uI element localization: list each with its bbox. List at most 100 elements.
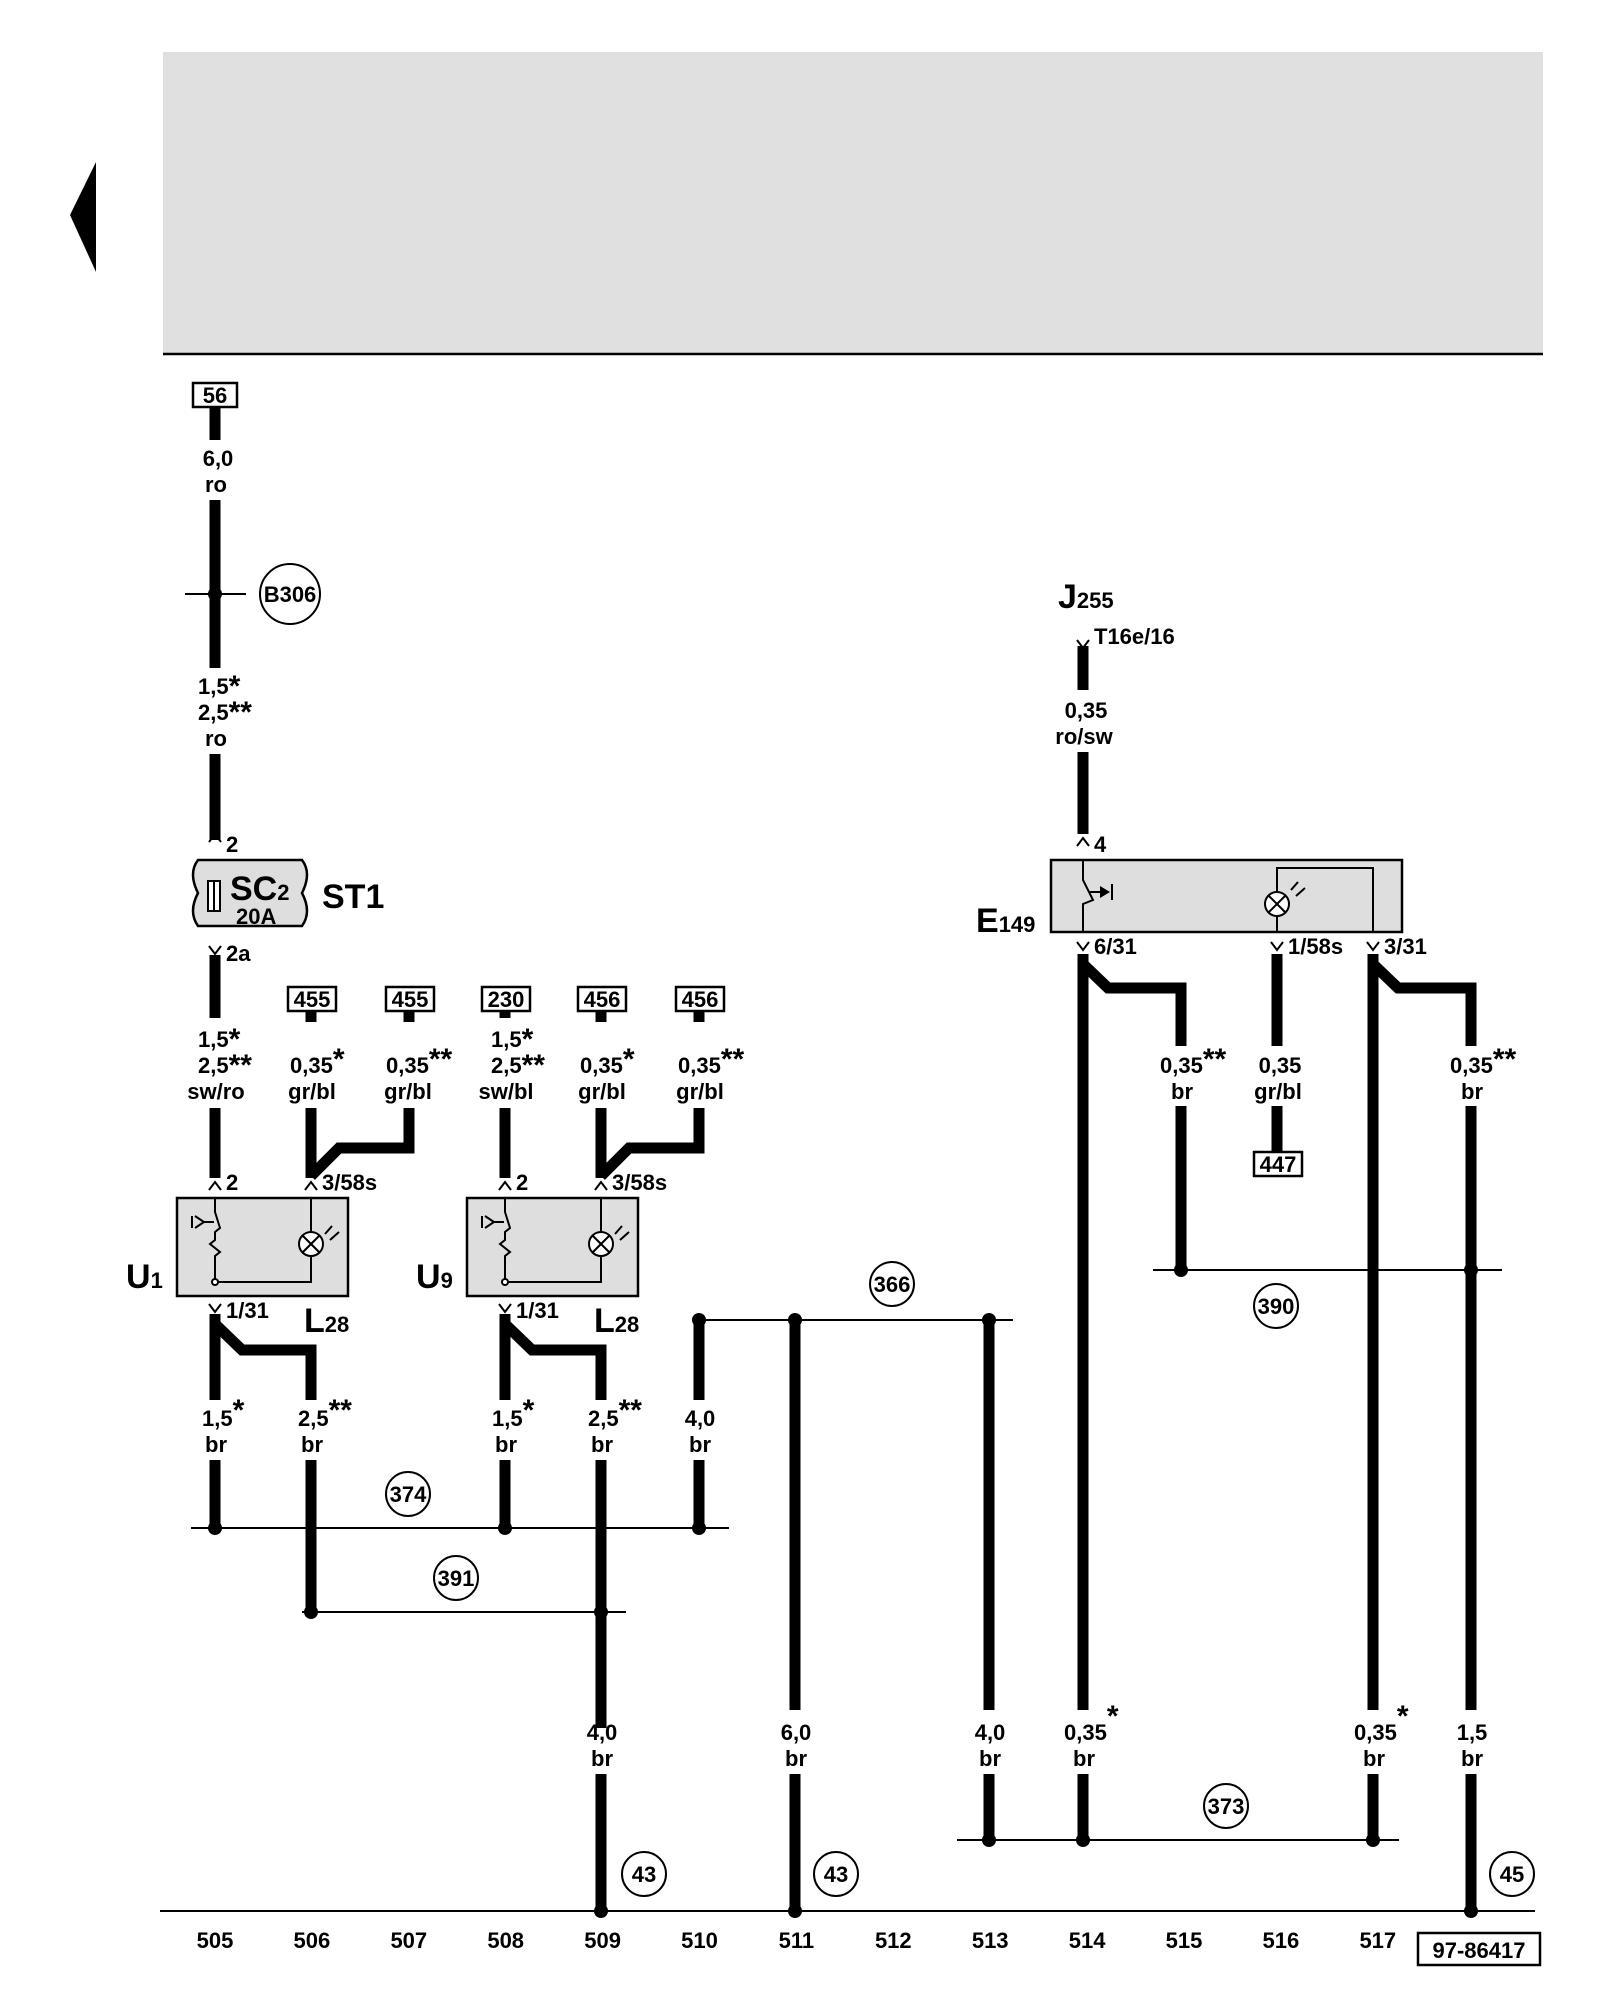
pin-u9-358s: 3/58s [612,1170,667,1195]
w513-low-color: br [979,1746,1001,1771]
w506-bot-color: br [301,1432,323,1457]
circle-43b-label: 43 [824,1862,848,1887]
circle-374-label: 374 [390,1482,427,1507]
w509-bot-size: 2,5** [588,1394,642,1431]
w508-top-size1: 1,5* [491,1023,534,1056]
back-arrow-icon[interactable] [70,162,96,272]
w505-top-color: ro [205,472,227,497]
node-374-508 [498,1521,512,1535]
track-number-row: 5055065075085095105115125135145155165175… [197,1928,1493,1953]
ref-box-447 [1252,1150,1304,1178]
w509-low-size: 4,0 [587,1720,618,1745]
w507-top-color: gr/bl [384,1079,432,1104]
node-373-513 [982,1833,996,1847]
b306-node [208,587,222,601]
component-u1 [175,1196,350,1298]
pin-arrow-u1-358s [304,1180,318,1191]
w509-top-color: gr/bl [578,1079,626,1104]
track-number: 512 [875,1928,912,1953]
track-number: 505 [197,1928,234,1953]
w514-top-size: 0,35 [1065,698,1108,723]
track-number: 510 [681,1928,718,1953]
w509-bot-color: br [591,1432,613,1457]
circle-391 [433,1555,479,1601]
ref-230-label: 230 [488,987,525,1012]
w510-top-color: gr/bl [676,1079,724,1104]
w510-bot-color: br [689,1432,711,1457]
node-374-505 [208,1521,222,1535]
wire-515-a [1079,960,1187,1046]
pin-t16e: T16e/16 [1094,624,1175,649]
node-373-514 [1076,1833,1090,1847]
track-number: 506 [294,1928,331,1953]
w518-low-color: br [1461,1746,1483,1771]
w509-low-color: br [591,1746,613,1771]
w507-top-size: 0,35** [386,1043,453,1078]
node-390-515 [1174,1263,1188,1277]
l28b-label: L28 [594,1302,639,1340]
w515-mid-color: br [1171,1079,1193,1104]
track-number: 515 [1166,1928,1203,1953]
track-number: 507 [390,1928,427,1953]
pin-e-631: 6/31 [1094,934,1137,959]
w514-top-color: ro/sw [1055,724,1113,749]
w505-bot-color: br [205,1432,227,1457]
pin-arrow-e-158s [1270,941,1284,952]
w505-mid-size1: 1,5* [198,670,241,703]
node-373-517 [1366,1833,1380,1847]
l28a-label: L28 [304,1302,349,1340]
w518-low-size: 1,5 [1457,1720,1488,1745]
w514-low-color: br [1073,1746,1095,1771]
e149-label: E149 [976,902,1035,940]
pin-u1-131: 1/31 [226,1298,269,1323]
circle-43a-label: 43 [632,1862,656,1887]
node-391-509 [594,1605,608,1619]
w516-mid-size: 0,35 [1259,1053,1302,1078]
circle-43b [813,1851,859,1897]
w513-low-size: 4,0 [975,1720,1006,1745]
w505-mid-size2: 2,5** [198,696,252,729]
w506-top-size: 0,35* [290,1043,345,1078]
pin-arrow-e-331 [1366,941,1380,952]
w517-low-color: br [1363,1746,1385,1771]
w518-mid-size: 0,35** [1450,1043,1517,1078]
pin-2a: 2a [226,941,251,966]
w516-mid-color: gr/bl [1254,1079,1302,1104]
pin-arrow-2a [208,945,222,956]
pin-2-top: 2 [226,832,238,857]
node-374-510 [692,1521,706,1535]
w508-bot-size: 1,5* [492,1394,535,1431]
w509-top-size: 0,35* [580,1043,635,1078]
circle-366-label: 366 [874,1272,911,1297]
circle-45-label: 45 [1500,1862,1524,1887]
u1-label: U1 [126,1258,163,1296]
w514-low-size: 0,35* [1064,1700,1119,1745]
w505-low-size1: 1,5* [198,1023,241,1056]
component-e149 [1049,858,1404,934]
w505-mid-color: ro [205,726,227,751]
j255-label: J255 [1058,578,1114,616]
pin-e-158s: 1/58s [1288,934,1343,959]
circle-390-label: 390 [1258,1294,1295,1319]
track-number: 508 [487,1928,524,1953]
w511-low-color: br [785,1746,807,1771]
circle-374 [385,1471,431,1517]
w508-bot-color: br [495,1432,517,1457]
pin-u9-2: 2 [516,1170,528,1195]
pin-arrow-2 [208,832,222,843]
fuse-sc2-label: SC2 [230,870,289,908]
circle-373-label: 373 [1208,1794,1245,1819]
track-number: 516 [1263,1928,1300,1953]
w515-mid-size: 0,35** [1160,1043,1227,1078]
doc-number: 97-86417 [1433,1938,1526,1963]
component-u9 [465,1196,640,1298]
pin-arrow-e-631 [1076,941,1090,952]
pin-u1-2: 2 [226,1170,238,1195]
node-390-518 [1464,1263,1478,1277]
w506-bot-size: 2,5** [298,1394,352,1431]
ref-box-455a [286,985,338,1013]
w506-top-color: gr/bl [288,1079,336,1104]
node-ground-518 [1464,1904,1478,1918]
ref-455a-label: 455 [294,987,331,1012]
track-number: 509 [584,1928,621,1953]
